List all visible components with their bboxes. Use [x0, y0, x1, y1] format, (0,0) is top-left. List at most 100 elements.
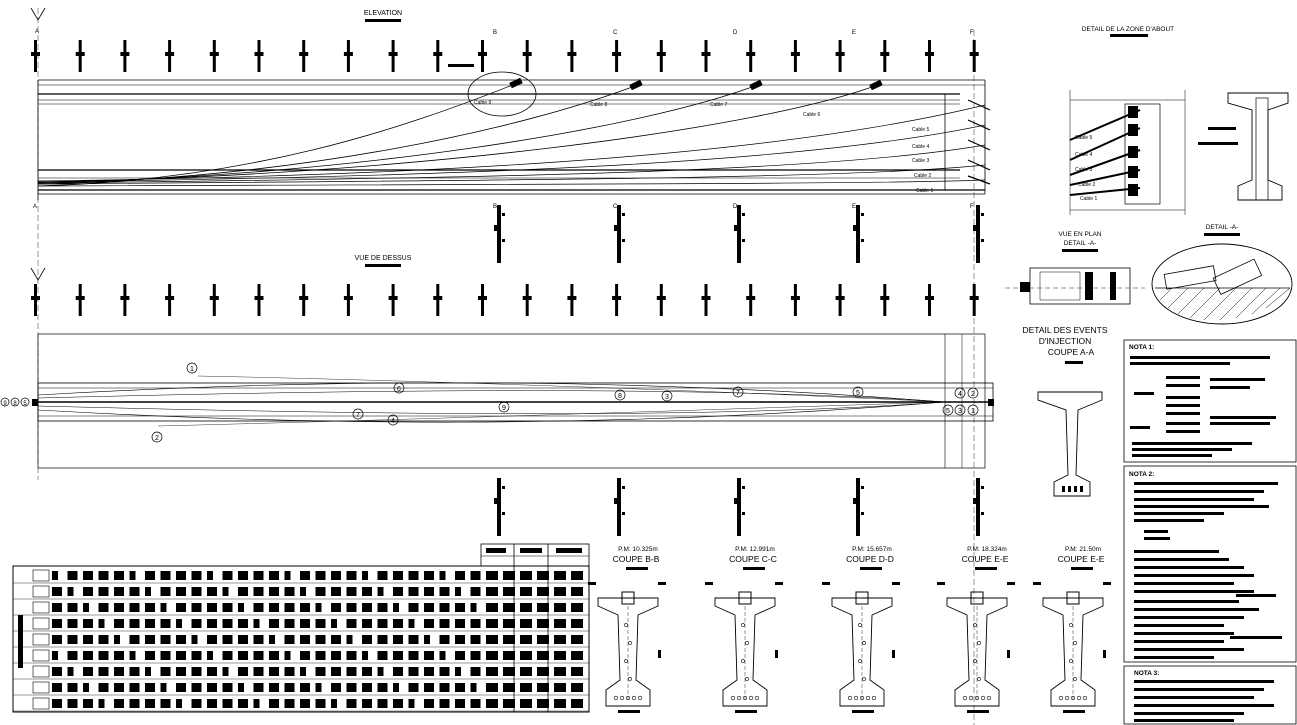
- table-cell: [176, 667, 186, 676]
- table-cell: [377, 667, 384, 676]
- table-cell: [160, 667, 171, 676]
- table-cell: [160, 619, 171, 628]
- table-cell: [424, 619, 434, 628]
- section-bar-tick: [981, 486, 984, 489]
- cable-duct: [977, 677, 981, 681]
- section-title: COUPE D-D: [846, 554, 894, 564]
- section-letter-c-bottom: C: [613, 204, 618, 210]
- table-cell: [571, 635, 583, 644]
- cable-duct: [862, 641, 866, 645]
- table-header-block: [520, 548, 542, 553]
- dimension-tick-mark: [478, 296, 487, 300]
- table-cell: [362, 571, 368, 580]
- section-dim-mark: [658, 582, 666, 585]
- table-cell: [520, 651, 532, 660]
- section-outline: [597, 597, 659, 707]
- section-bar-tick: [981, 512, 984, 515]
- table-cell: [191, 699, 202, 708]
- table-cell: [222, 571, 233, 580]
- section-dim-mark: [892, 650, 895, 658]
- table-cell: [176, 571, 186, 580]
- table-cell: [537, 635, 549, 644]
- table-cell: [362, 635, 372, 644]
- note-line: [1166, 404, 1200, 407]
- table-cell: [503, 699, 515, 708]
- note-line: [1132, 448, 1232, 451]
- note-line: [1230, 636, 1282, 639]
- dimension-tick-mark: [925, 52, 934, 56]
- table-cell: [52, 571, 58, 580]
- table-cell: [176, 603, 186, 612]
- table-cell: [346, 619, 357, 628]
- table-cell: [315, 699, 326, 708]
- table-cell: [486, 603, 498, 612]
- cable-duct: [986, 695, 992, 701]
- section-pm-label: P.M: 12.991m: [735, 546, 775, 553]
- top-view-section-bars: [494, 478, 984, 536]
- table-cell: [284, 603, 295, 612]
- table-cell: [253, 587, 264, 596]
- table-cell: [408, 651, 419, 660]
- table-cell: [470, 587, 481, 596]
- table-cell: [470, 603, 477, 612]
- table-cell: [253, 651, 264, 660]
- table-cell: [362, 619, 372, 628]
- table-cell: [554, 651, 566, 660]
- table-cell: [424, 635, 430, 644]
- note-line: [1134, 656, 1214, 659]
- section-dim-mark: [852, 710, 874, 713]
- marker-number: 9: [3, 401, 7, 407]
- note-line: [1134, 566, 1244, 569]
- section-outline: [1042, 597, 1104, 707]
- cable-label: Cable 8: [590, 102, 607, 108]
- section-bar: [617, 205, 621, 263]
- section-bar-tick: [734, 498, 738, 504]
- note-line: [1130, 356, 1270, 359]
- section-dim-mark: [775, 650, 778, 658]
- vents-subtitle: D'INJECTION: [1039, 336, 1092, 346]
- table-cell: [424, 587, 434, 596]
- table-cell: [571, 683, 583, 692]
- table-cell: [160, 635, 171, 644]
- cable-duct: [1064, 695, 1070, 701]
- table-cell: [470, 619, 481, 628]
- marker-number: 3: [665, 394, 669, 401]
- dimension-tick-mark: [746, 296, 756, 300]
- dimension-tick-mark: [31, 296, 40, 300]
- table-cell: [300, 619, 310, 628]
- section-anchor-box: [738, 591, 752, 605]
- table-cell: [207, 667, 217, 676]
- table-cell: [83, 603, 89, 612]
- cable-schedule-table: [12, 543, 590, 713]
- table-cell: [98, 619, 105, 628]
- table-cell: [83, 635, 93, 644]
- section-letter-f: F: [970, 30, 974, 36]
- table-cell: [571, 603, 583, 612]
- table-cell: [554, 619, 566, 628]
- cable-duct: [748, 695, 754, 701]
- table-cell: [331, 699, 337, 708]
- note-line: [1134, 550, 1219, 553]
- note-line: [1134, 498, 1254, 501]
- table-cell: [52, 619, 62, 628]
- table-cell: [300, 635, 310, 644]
- table-cell: [424, 699, 434, 708]
- table-cell: [554, 603, 566, 612]
- note-line: [1144, 537, 1170, 540]
- section-bar-tick: [622, 486, 625, 489]
- table-cell: [238, 635, 248, 644]
- cable-label: Cable 1: [916, 188, 933, 194]
- section-title-underline: [1071, 567, 1093, 570]
- note-line: [1134, 688, 1264, 691]
- section-bar-tick: [502, 213, 505, 216]
- cable-label: Cable 5: [912, 127, 929, 133]
- cable-duct: [1076, 695, 1082, 701]
- table-cell: [269, 571, 279, 580]
- section-dim-mark: [967, 710, 989, 713]
- note-line: [1144, 530, 1168, 533]
- table-cell: [486, 667, 498, 676]
- table-cell: [52, 683, 62, 692]
- table-cell: [269, 635, 275, 644]
- table-cell: [439, 683, 450, 692]
